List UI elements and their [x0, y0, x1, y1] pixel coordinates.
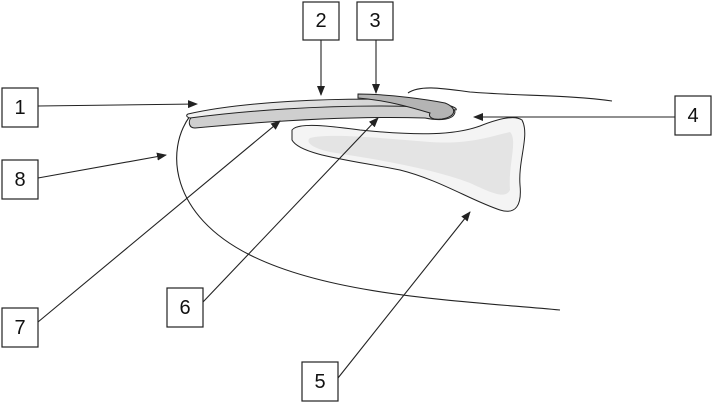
bone-inner-shading [308, 132, 514, 195]
svg-text:4: 4 [687, 105, 698, 127]
arrow-1 [37, 100, 198, 109]
arrow-6 [202, 117, 379, 303]
svg-text:1: 1 [14, 97, 25, 119]
label-1: 1 [1, 87, 39, 128]
svg-text:3: 3 [369, 10, 380, 32]
label-6: 6 [166, 287, 204, 328]
svg-text:8: 8 [14, 169, 25, 191]
arrow-5 [337, 211, 471, 379]
label-4: 4 [674, 95, 712, 136]
finger-outline [176, 115, 561, 311]
label-7: 7 [1, 307, 39, 348]
proximal-nail-fold-skin [407, 87, 613, 102]
label-2: 2 [302, 1, 340, 41]
label-8: 8 [1, 159, 39, 200]
svg-text:7: 7 [14, 317, 25, 339]
label-3: 3 [356, 1, 394, 41]
arrow-7 [37, 120, 281, 323]
svg-text:2: 2 [315, 10, 326, 32]
nail-matrix [357, 93, 455, 120]
label-5: 5 [301, 361, 339, 402]
svg-text:6: 6 [179, 297, 190, 319]
svg-text:5: 5 [314, 371, 325, 393]
arrow-8 [37, 152, 167, 179]
